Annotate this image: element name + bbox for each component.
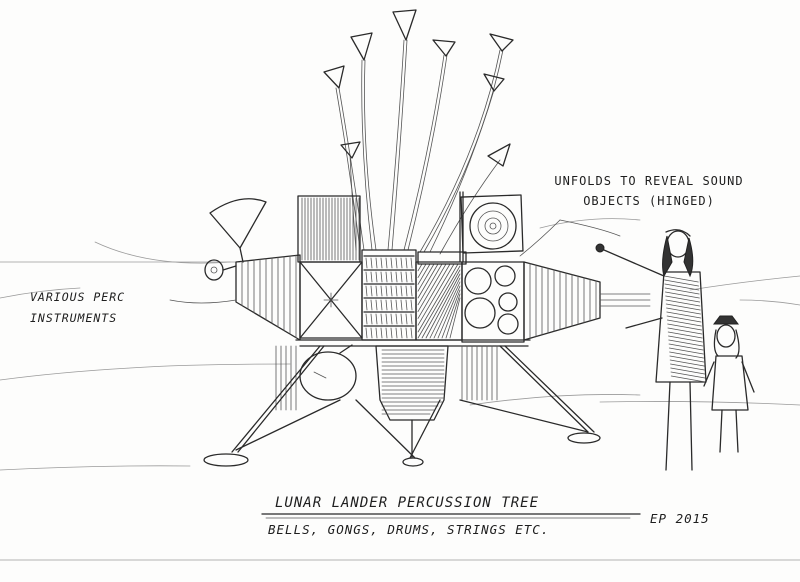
large-drum [299,344,357,401]
left-fan-and-gong [204,198,267,281]
horn-stems [335,39,504,255]
artist-signature: EP 2015 [650,511,710,526]
right-strings [461,345,498,401]
title-underlines [261,513,641,519]
lower-drum-stack [375,345,449,421]
child-figure [703,315,755,453]
terrain-lines [0,218,800,561]
horn-bells [323,9,514,167]
drum-cabinet [464,265,519,335]
leader-lines [169,219,621,304]
lander-body [295,195,531,347]
sketch-title: LUNAR LANDER PERCUSSION TREE [275,495,540,511]
unfolds-hinged-note-label: UNFOLDS TO REVEAL SOUND OBJECTS (HINGED) [554,174,744,208]
hinged-gong [459,191,524,263]
left-wing [235,254,301,341]
adult-figure [595,229,707,471]
right-wing [523,261,651,341]
various-perc-instruments-label: VARIOUS PERC INSTRUMENTS [30,290,126,325]
sketch-subtitle: BELLS, GONGS, DRUMS, STRINGS ETC. [268,522,550,537]
landing-legs [203,345,601,467]
